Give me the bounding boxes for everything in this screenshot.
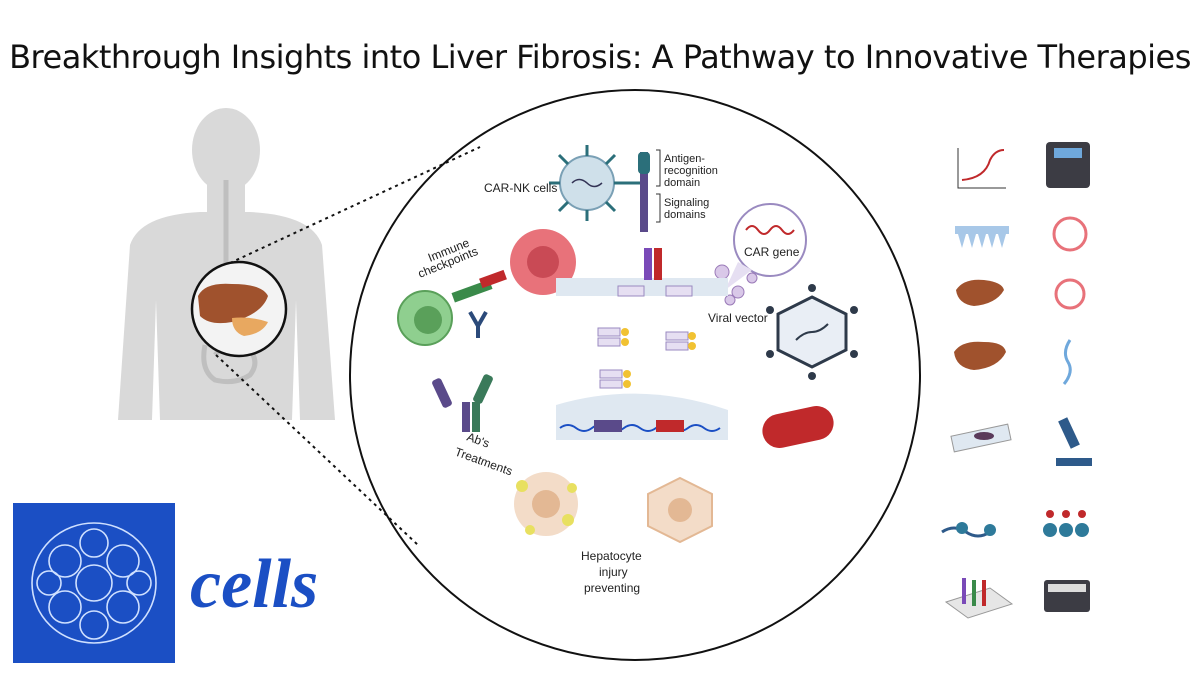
cells-logo-word: cells (190, 546, 319, 623)
analyzer-icon (1044, 580, 1090, 612)
plasmid-icon (1052, 216, 1088, 252)
slide-icon (950, 423, 1012, 453)
sequencer-icon (1046, 142, 1090, 188)
virus-particles (714, 264, 758, 306)
liver-inset (190, 260, 288, 358)
nucleosome-icon (1043, 510, 1089, 537)
microscope-icon (1056, 417, 1092, 466)
zoom-lines (215, 146, 481, 546)
pill-icon (762, 406, 834, 448)
label-antigen-3: domain (664, 177, 700, 189)
antibody-small-icon (468, 311, 488, 338)
label-signaling-2: domains (664, 209, 706, 221)
peptide-chain-icon (1062, 339, 1072, 385)
t-cell (397, 269, 507, 346)
label-car-gene: CAR gene (744, 245, 800, 259)
cells-logo-mark (13, 503, 175, 663)
viral-capsid-icon (766, 284, 858, 380)
chip-icon (944, 578, 1014, 619)
pcr-strip-icon (955, 226, 1009, 248)
qpcr-curve-icon (957, 148, 1006, 189)
label-viral-vector: Viral vector (708, 311, 768, 325)
label-signaling-1: Signaling (664, 197, 709, 209)
label-hep-2: injury (599, 565, 628, 579)
injured-hepatocyte (514, 472, 578, 536)
antibody-icon (432, 374, 493, 432)
jak-stat-pathway (556, 248, 728, 440)
circular-dna-icon (1054, 278, 1086, 310)
page-title: Breakthrough Insights into Liver Fibrosi… (9, 38, 1191, 76)
car-gene-bubble (725, 203, 807, 290)
therapy-circle (349, 89, 921, 661)
healthy-hepatocyte (647, 476, 713, 544)
label-hep-1: Hepatocyte (581, 549, 642, 563)
label-hep-3: preventing (584, 581, 640, 595)
label-ab-2: Treatments (453, 445, 514, 479)
label-car-nk: CAR-NK cells (484, 181, 557, 195)
liver-icon (956, 279, 1004, 306)
car-nk-cell (549, 145, 661, 232)
chromatin-icon (941, 522, 996, 538)
label-ab-1: Ab's (465, 430, 491, 451)
label-antigen-2: recognition (664, 165, 718, 177)
liver-icon-2 (954, 341, 1006, 370)
label-antigen-1: Antigen- (664, 153, 705, 165)
